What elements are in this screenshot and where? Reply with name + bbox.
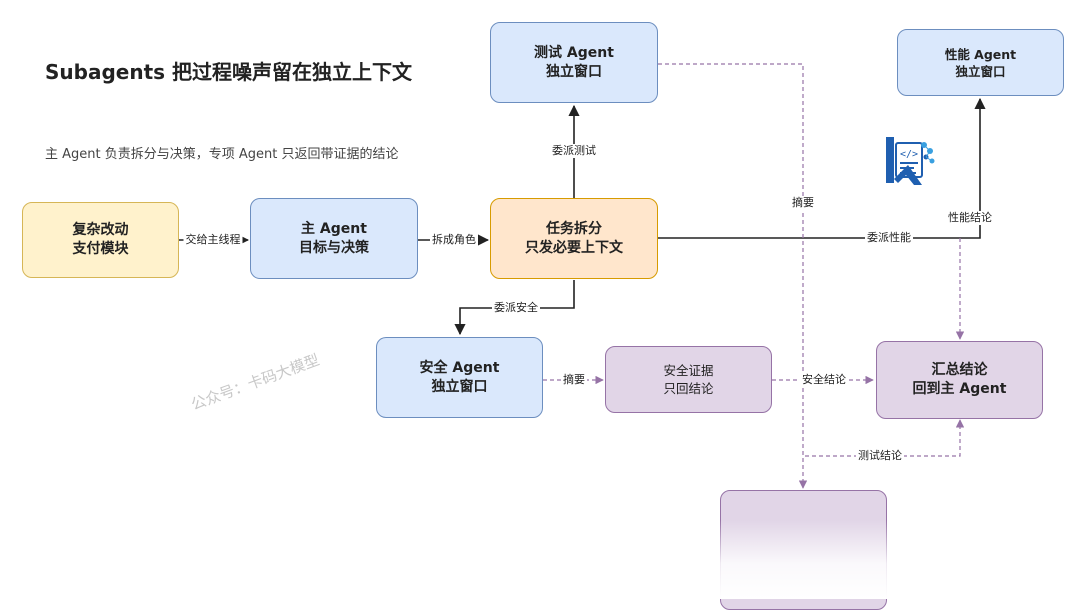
node-summary: 汇总结论 回到主 Agent	[876, 341, 1043, 419]
edge-label-split-roles: 拆成角色	[430, 233, 478, 247]
node-complex-change-line1: 复杂改动	[72, 222, 129, 238]
edge-label-delegate-perf: 委派性能	[865, 231, 913, 245]
edge-label-test-conclusion: 测试结论	[856, 449, 904, 463]
node-test-agent-line2: 独立窗口	[546, 63, 602, 80]
bottom-fade-overlay	[700, 520, 900, 599]
node-summary-line2: 回到主 Agent	[912, 381, 1007, 397]
edge-label-abstract-security: 摘要	[561, 373, 587, 387]
edge-test-abstract	[658, 63, 808, 489]
node-security-evidence: 安全证据 只回结论	[605, 346, 772, 413]
node-task-split: 任务拆分 只发必要上下文	[490, 198, 658, 279]
svg-text:</>: </>	[900, 149, 918, 160]
node-complex-change-line2: 支付模块	[72, 241, 129, 257]
node-summary-line1: 汇总结论	[931, 362, 988, 378]
edge-label-delegate-test: 委派测试	[550, 144, 598, 158]
node-main-agent: 主 Agent 目标与决策	[250, 198, 418, 279]
edge-label-security-conclusion: 安全结论	[800, 373, 848, 387]
diagram-title: Subagents 把过程噪声留在独立上下文	[45, 60, 413, 84]
node-main-agent-line1: 主 Agent	[301, 220, 367, 237]
node-complex-change: 复杂改动 支付模块	[22, 202, 179, 278]
node-perf-agent-line2: 独立窗口	[955, 63, 1006, 79]
diagram-subtitle: 主 Agent 负责拆分与决策，专项 Agent 只返回带证据的结论	[45, 147, 399, 162]
node-security-agent-line1: 安全 Agent	[419, 359, 500, 376]
node-task-split-line2: 只发必要上下文	[525, 239, 623, 256]
edge-delegate-perf	[658, 97, 986, 239]
node-main-agent-line2: 目标与决策	[299, 239, 369, 256]
edge-label-perf-conclusion: 性能结论	[946, 211, 994, 225]
edge-label-handoff: 交给主线程	[183, 233, 243, 247]
node-test-agent: 测试 Agent 独立窗口	[490, 22, 658, 103]
edge-label-abstract-top: 摘要	[790, 196, 816, 210]
node-security-evidence-line1: 安全证据	[663, 362, 714, 378]
node-task-split-line1: 任务拆分	[546, 220, 602, 237]
node-perf-agent-line1: 性能 Agent	[944, 46, 1017, 62]
node-test-agent-line1: 测试 Agent	[534, 44, 614, 61]
node-security-evidence-line2: 只回结论	[663, 380, 714, 396]
edge-label-delegate-security: 委派安全	[492, 301, 540, 315]
node-security-agent: 安全 Agent 独立窗口	[376, 337, 543, 418]
code-document-brain-icon: </>	[886, 137, 935, 185]
node-security-agent-line2: 独立窗口	[431, 378, 488, 395]
node-perf-agent: 性能 Agent 独立窗口	[897, 29, 1064, 96]
